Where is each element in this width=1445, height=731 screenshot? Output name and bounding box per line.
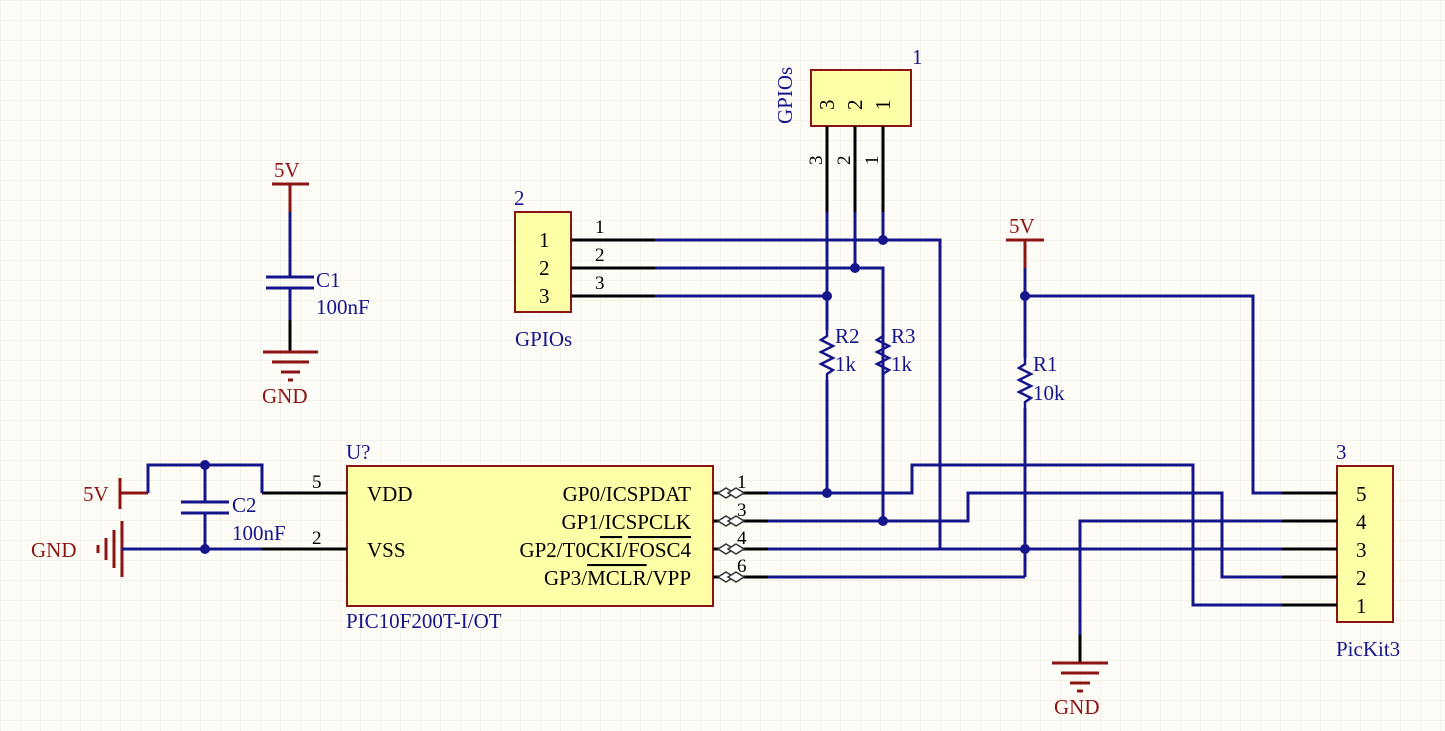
c1-value: 100nF bbox=[316, 295, 370, 319]
j1-pin-3-number: 3 bbox=[806, 156, 827, 166]
mcu-pin-gp2-number: 4 bbox=[737, 528, 747, 549]
r3-zigzag bbox=[874, 330, 892, 380]
mcu-gnd-label: GND bbox=[31, 538, 77, 562]
r2-value: 1k bbox=[835, 352, 857, 376]
c1-capacitor-circuit[interactable]: 5V GND C1 100nF bbox=[262, 158, 370, 408]
r1-vcc-label: 5V bbox=[1009, 214, 1035, 238]
r1-zigzag bbox=[1016, 358, 1034, 408]
mcu-pin-gp3-number: 6 bbox=[737, 556, 747, 577]
j2-pin-2-number: 2 bbox=[595, 245, 605, 266]
connector-j2[interactable]: 2 GPIOs 1 2 3 1 2 3 bbox=[514, 186, 655, 351]
c2-designator: C2 bbox=[232, 493, 257, 517]
r1-value: 10k bbox=[1033, 381, 1065, 405]
mcu-u1[interactable]: U? PIC10F200T-I/OT 5 VDD 2 VSS 1 GP0/ICS… bbox=[262, 440, 768, 633]
j2-pin-1-number: 1 bbox=[595, 217, 605, 238]
j2-pin-1-label: 1 bbox=[539, 228, 550, 252]
j1-body bbox=[810, 69, 912, 127]
c1-ground-symbol bbox=[263, 350, 318, 382]
j2-name: GPIOs bbox=[515, 327, 572, 351]
mcu-pin-gp0: 1 GP0/ICSPDAT bbox=[563, 472, 768, 506]
j1-pin-3-label: 3 bbox=[815, 100, 839, 111]
r2-zigzag bbox=[818, 330, 836, 380]
j2-designator: 2 bbox=[514, 186, 525, 210]
mcu-pin-gp3-name: GP3/MCLR/VPP bbox=[544, 566, 691, 590]
gpio-nets bbox=[655, 212, 942, 549]
c1-designator: C1 bbox=[316, 268, 341, 292]
mcu-pin-gp1-name: GP1/ICSPCLK bbox=[561, 510, 691, 534]
mcu-designator: U? bbox=[346, 440, 371, 464]
r1-designator: R1 bbox=[1033, 352, 1058, 376]
mcu-pin-gp2: 4 GP2/T0CKI/FOSC4 bbox=[519, 528, 768, 562]
mcu-pin-gp1-number: 3 bbox=[737, 500, 747, 521]
pickit3-ground-symbol: GND bbox=[1052, 635, 1108, 719]
connector-j1[interactable]: 1 GPIOs 3 2 1 3 2 1 bbox=[773, 45, 923, 212]
j2-pin-2-label: 2 bbox=[539, 256, 550, 280]
j2-pin-3-label: 3 bbox=[539, 284, 550, 308]
pickit3-designator: 3 bbox=[1336, 440, 1347, 464]
mcu-pin-gp0-name: GP0/ICSPDAT bbox=[563, 482, 692, 506]
mcu-body bbox=[346, 465, 714, 607]
j1-pin-2-number: 2 bbox=[834, 156, 855, 166]
pickit3-name: PicKit3 bbox=[1336, 637, 1400, 661]
j2-pin-3-number: 3 bbox=[595, 273, 605, 294]
mcu-pin-gp3: 6 GP3/MCLR/VPP bbox=[544, 556, 768, 590]
mcu-power-circuit[interactable]: 5V GND C2 100nF bbox=[31, 460, 286, 577]
mcu-pin-gp1: 3 GP1/ICSPCLK bbox=[561, 500, 768, 534]
programming-nets bbox=[768, 294, 1282, 635]
j1-pin-2-label: 2 bbox=[843, 100, 867, 111]
mcu-pin-vss-number: 2 bbox=[312, 528, 322, 549]
resistor-r2[interactable]: R2 1k bbox=[818, 324, 860, 380]
pickit3-pin-5-label: 5 bbox=[1356, 482, 1367, 506]
mcu-pin-gp2-name: GP2/T0CKI/FOSC4 bbox=[519, 538, 691, 562]
r3-designator: R3 bbox=[891, 324, 916, 348]
mcu-pin-vdd-number: 5 bbox=[312, 472, 322, 493]
mcu-pin-gp0-number: 1 bbox=[737, 472, 747, 493]
c1-gnd-label: GND bbox=[262, 384, 308, 408]
c2-value: 100nF bbox=[232, 521, 286, 545]
c1-vcc-label: 5V bbox=[274, 158, 300, 182]
j1-pin-1-number: 1 bbox=[862, 156, 883, 166]
resistor-r3[interactable]: R3 1k bbox=[874, 324, 916, 380]
j1-designator: 1 bbox=[912, 45, 923, 69]
pickit3-body bbox=[1336, 465, 1394, 623]
j1-name: GPIOs bbox=[773, 67, 797, 124]
j2-body bbox=[514, 211, 572, 313]
resistor-r1[interactable]: 5V R1 10k bbox=[1006, 214, 1065, 577]
j1-pin-1-label: 1 bbox=[871, 100, 895, 111]
pickit3-pin-1-label: 1 bbox=[1356, 594, 1367, 618]
connector-pickit3[interactable]: 3 PicKit3 5 4 3 2 1 bbox=[1282, 440, 1400, 661]
mcu-pin-vss-name: VSS bbox=[367, 538, 406, 562]
pickit3-gnd-label: GND bbox=[1054, 695, 1100, 719]
mcu-pin-vdd-name: VDD bbox=[367, 482, 413, 506]
mcu-vcc-label: 5V bbox=[83, 482, 109, 506]
r2-designator: R2 bbox=[835, 324, 860, 348]
r3-value: 1k bbox=[891, 352, 913, 376]
pickit3-pin-3-label: 3 bbox=[1356, 538, 1367, 562]
mcu-part-number: PIC10F200T-I/OT bbox=[346, 609, 502, 633]
pickit3-pin-2-label: 2 bbox=[1356, 566, 1367, 590]
pickit3-pin-4-label: 4 bbox=[1356, 510, 1367, 534]
